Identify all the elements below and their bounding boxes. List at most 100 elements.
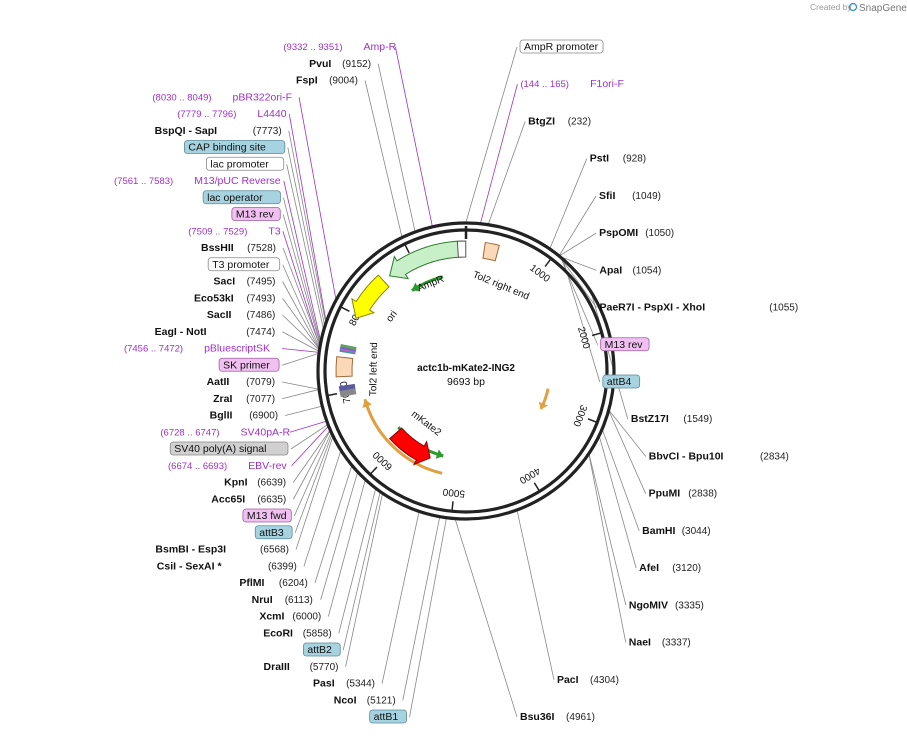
map-label-site[interactable]: BsmBI - Esp3I(6568): [155, 544, 289, 556]
map-label-site[interactable]: PacI(4304): [557, 674, 619, 686]
map-label-site[interactable]: FspI(9004): [296, 75, 358, 87]
map-label-site[interactable]: EagI - NotI(7474): [155, 326, 276, 338]
map-label-site[interactable]: XcmI(6000): [259, 611, 321, 623]
map-label-site[interactable]: PpuMI(2838): [649, 488, 717, 500]
feature-badge: [602, 374, 641, 389]
map-label-site[interactable]: Eco53kI(7493): [194, 292, 275, 304]
map-label-feature[interactable]: attB4: [602, 374, 641, 389]
map-label-feature[interactable]: attB3: [254, 525, 293, 540]
enzyme-name: AfeI: [639, 562, 659, 574]
leader-line: [282, 314, 320, 351]
map-label-site[interactable]: BbvCI - Bpu10I(2834): [649, 450, 789, 462]
feature-badge: [600, 337, 650, 352]
map-label-site[interactable]: NaeI(3337): [629, 637, 691, 649]
map-label-feature[interactable]: M13 rev: [231, 207, 281, 221]
primer-range: (7561 .. 7583): [114, 176, 173, 187]
map-label-site[interactable]: PaeR7I - PspXI - XhoI(1055): [600, 302, 799, 314]
enzyme-name: PaeR7I - PspXI - XhoI: [600, 302, 706, 314]
marker-stripe: [340, 343, 357, 351]
map-label-primer[interactable]: (7779 .. 7796)L4440: [177, 108, 287, 120]
enzyme-name: KpnI: [224, 477, 247, 489]
map-label-site[interactable]: PasI(5344): [313, 678, 375, 690]
map-label-site[interactable]: PvuI(9152): [309, 58, 371, 70]
map-label-site[interactable]: SacI(7495): [214, 276, 276, 288]
enzyme-position: (6000): [292, 612, 321, 623]
enzyme-name: NgoMIV: [629, 599, 668, 611]
map-label-feature[interactable]: SV40 poly(A) signal: [169, 441, 289, 456]
map-label-primer[interactable]: (6674 .. 6693)EBV-rev: [168, 460, 287, 472]
map-label-primer[interactable]: (7561 .. 7583)M13/pUC Reverse: [114, 175, 281, 187]
map-label-primer[interactable]: (6728 .. 6747)SV40pA-R: [160, 426, 290, 438]
leader-line: [282, 381, 320, 390]
map-label-site[interactable]: NgoMIV(3335): [629, 599, 704, 611]
map-label-feature[interactable]: AmpR promoter: [519, 39, 604, 54]
leader-line: [590, 291, 629, 420]
leader-line: [409, 517, 447, 718]
map-label-site[interactable]: AfeI (3120): [639, 562, 701, 574]
map-label-site[interactable]: BglII(6900): [210, 410, 278, 422]
map-label-feature[interactable]: SK primer: [218, 357, 280, 372]
map-label-site[interactable]: BspQI - SapI(7773): [155, 125, 282, 137]
map-label-site[interactable]: ApaI(1054): [599, 264, 661, 276]
leader-line: [288, 113, 327, 323]
feature-badge-text: T3 promoter: [212, 259, 270, 271]
feature-ori[interactable]: [351, 274, 390, 319]
feature-tol2-left-end[interactable]: [335, 356, 354, 378]
map-label-site[interactable]: PflMI(6204): [239, 577, 307, 589]
marker-stripe: [339, 388, 357, 398]
map-label-site[interactable]: EcoRI(5858): [263, 627, 331, 639]
map-label-primer[interactable]: (8030 .. 8049)pBR322ori-F: [152, 91, 292, 103]
feature-label: ori: [384, 309, 399, 324]
map-label-site[interactable]: NruI(6113): [252, 594, 313, 606]
map-label-site[interactable]: ZraI(7077): [213, 393, 275, 405]
map-label-site[interactable]: Bsu36I(4961): [520, 711, 595, 723]
map-label-site[interactable]: BamHI(3044): [642, 525, 710, 537]
map-label-site[interactable]: PstI(928): [590, 153, 646, 165]
map-label-primer[interactable]: (144 .. 165)F1ori-F: [520, 78, 624, 90]
map-label-feature[interactable]: M13 fwd: [242, 508, 292, 523]
feature-tol2-right-end[interactable]: [482, 241, 500, 262]
map-label-feature[interactable]: M13 rev: [600, 337, 650, 352]
enzyme-name: FspI: [296, 75, 318, 87]
feature-badge: [254, 525, 293, 540]
enzyme-position: (2838): [688, 489, 717, 500]
map-label-primer[interactable]: (9332 .. 9351)Amp-R: [283, 41, 396, 53]
map-label-primer[interactable]: (7456 .. 7472)pBluescriptSK: [124, 343, 270, 355]
map-label-site[interactable]: NcoI(5121): [334, 694, 396, 706]
feature-ampr-promoter[interactable]: [456, 240, 467, 258]
enzyme-position: (7486): [246, 310, 275, 321]
enzyme-position: (7077): [246, 394, 275, 405]
map-label-site[interactable]: PspOMI(1050): [599, 227, 674, 239]
map-label-feature[interactable]: attB1: [369, 709, 407, 724]
leader-line: [402, 516, 441, 701]
map-label-primer[interactable]: (7509 .. 7529)T3: [188, 225, 281, 237]
map-label-site[interactable]: Acc65I(6635): [211, 493, 286, 505]
map-label-site[interactable]: BssHII(7528): [201, 242, 276, 254]
map-label-site[interactable]: SfiI(1049): [599, 190, 661, 202]
map-label-site[interactable]: KpnI(6639): [224, 477, 286, 489]
enzyme-name: PflMI: [239, 577, 264, 589]
map-label-feature[interactable]: lac promoter: [206, 156, 285, 171]
map-label-feature[interactable]: attB2: [302, 642, 341, 657]
leader-line: [282, 389, 320, 400]
map-label-site[interactable]: AatII(7079): [207, 376, 275, 388]
primer-range: (7779 .. 7796): [177, 109, 236, 120]
enzyme-position: (4961): [566, 712, 595, 723]
enzyme-position: (3120): [672, 563, 701, 574]
feature-arc-arrowhead: [435, 449, 444, 459]
leader-line: [395, 46, 433, 227]
map-label-feature[interactable]: T3 promoter: [207, 257, 281, 272]
enzyme-position: (5770): [310, 662, 339, 673]
map-label-site[interactable]: CsiI - SexAI *(6399): [157, 560, 297, 572]
leader-line: [294, 433, 333, 533]
enzyme-position: (4304): [590, 675, 619, 686]
map-label-site[interactable]: BstZ17I(1549): [631, 413, 712, 425]
enzyme-position: (1049): [632, 191, 661, 202]
map-label-site[interactable]: SacII(7486): [207, 309, 275, 321]
map-label-site[interactable]: DraIII(5770): [264, 661, 339, 673]
map-label-site[interactable]: BtgZI(232): [528, 115, 591, 127]
map-label-feature[interactable]: lac operator: [202, 190, 281, 205]
map-label-feature[interactable]: CAP binding site: [184, 140, 286, 154]
feature-mkate2[interactable]: [389, 427, 431, 466]
